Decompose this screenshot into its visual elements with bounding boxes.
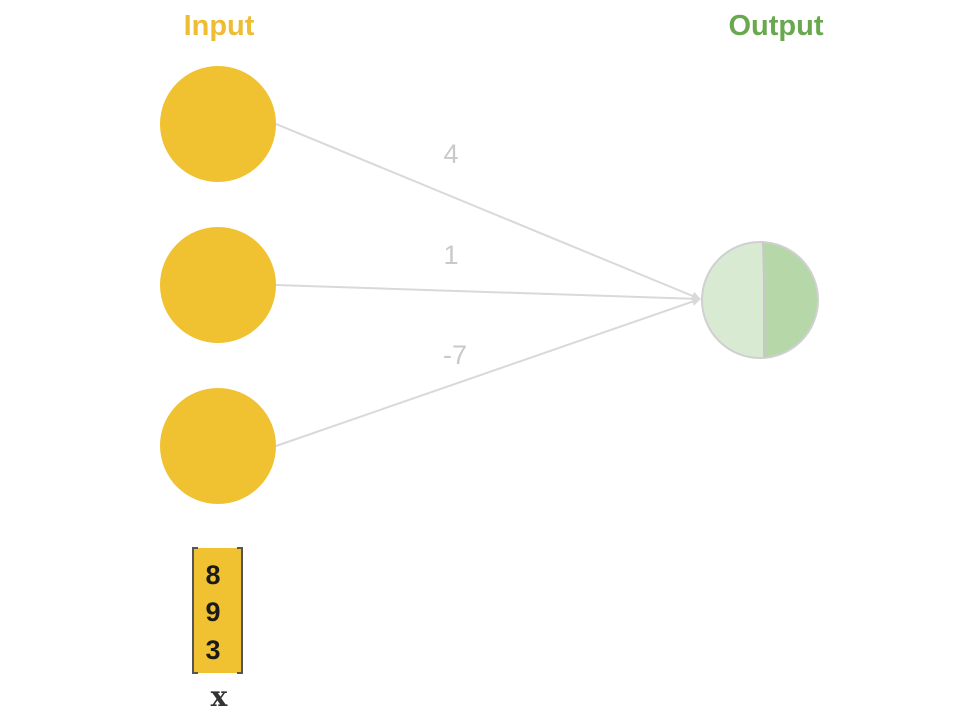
output-node	[701, 241, 819, 359]
weight-label-3: -7	[443, 340, 467, 370]
weight-label-1: 4	[443, 139, 458, 169]
input-layer-label: Input	[184, 10, 255, 42]
input-vector-value-2: 9	[205, 597, 220, 627]
output-layer-label: Output	[728, 10, 823, 42]
input-vector-value-3: 3	[205, 635, 220, 665]
input-vector-name: x	[211, 680, 228, 713]
input-vector-value-1: 8	[205, 560, 220, 590]
input-node-3	[160, 388, 276, 504]
edge-input-3-to-output	[275, 297, 701, 447]
input-node-1	[160, 66, 276, 182]
input-vector: 8 9 3	[192, 547, 243, 674]
input-node-2	[160, 227, 276, 343]
weight-label-2: 1	[443, 240, 458, 270]
edge-input-2-to-output	[275, 284, 701, 304]
edge-input-1-to-output	[275, 123, 701, 301]
